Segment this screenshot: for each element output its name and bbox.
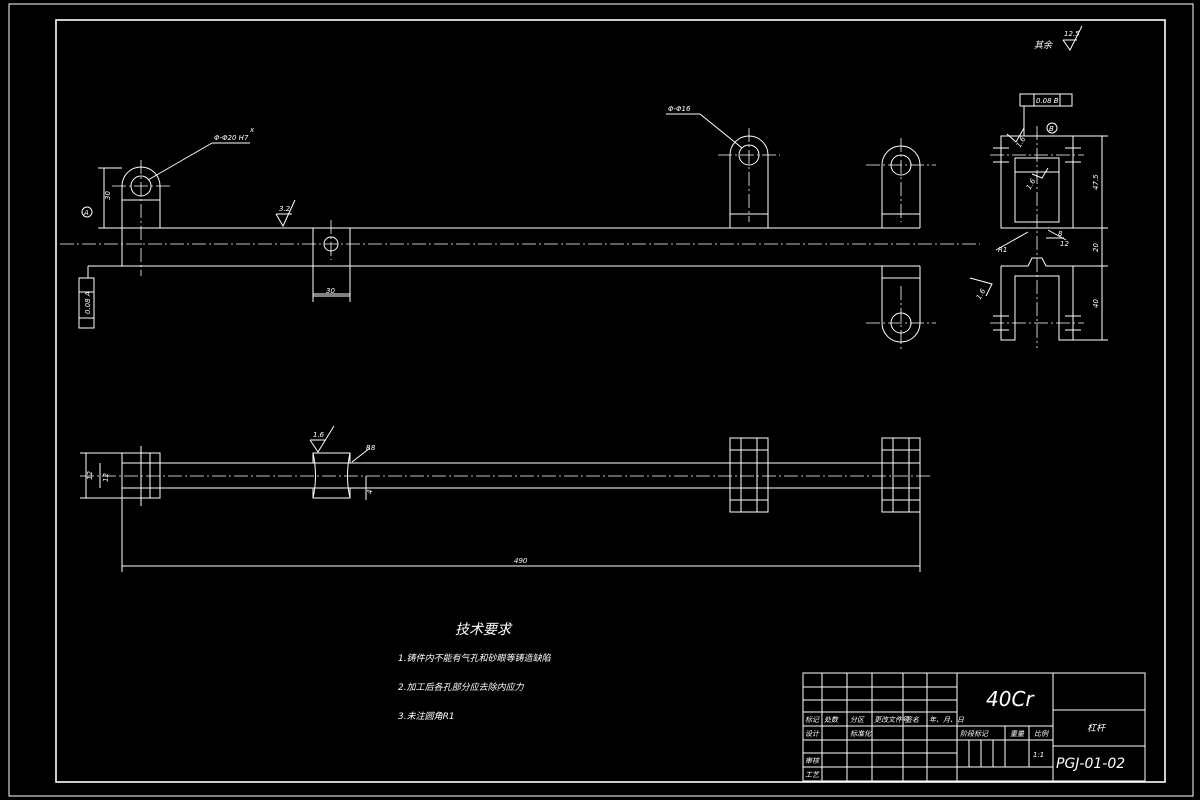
surface-finish-note: 其余 12.5 bbox=[1034, 25, 1083, 51]
svg-text:分区: 分区 bbox=[850, 716, 865, 724]
datum-b-symbol: B bbox=[1046, 122, 1058, 134]
middle-block: 30 bbox=[312, 220, 351, 302]
svg-text:20: 20 bbox=[1092, 243, 1100, 252]
right-lug-upper bbox=[718, 128, 780, 228]
svg-text:标记: 标记 bbox=[805, 716, 820, 724]
svg-text:8: 8 bbox=[1058, 230, 1063, 238]
svg-text:1.6: 1.6 bbox=[313, 431, 325, 439]
material-label: 40Cr bbox=[986, 687, 1035, 711]
inner-border bbox=[55, 19, 1166, 783]
right-lug-top bbox=[866, 138, 936, 228]
svg-text:标准化: 标准化 bbox=[850, 730, 872, 738]
svg-text:R1: R1 bbox=[998, 246, 1007, 254]
tech-req-item: 2.加工后各孔部分应去除内应力 bbox=[398, 682, 525, 693]
svg-text:年、月、日: 年、月、日 bbox=[929, 716, 965, 724]
svg-text:12: 12 bbox=[102, 473, 110, 482]
svg-text:12: 12 bbox=[1060, 240, 1069, 248]
svg-text:x: x bbox=[249, 126, 255, 134]
svg-text:比例: 比例 bbox=[1034, 730, 1049, 738]
right-lug-bottom bbox=[866, 266, 936, 350]
svg-text:处数: 处数 bbox=[824, 716, 839, 724]
svg-text:Φ-Φ20 H7: Φ-Φ20 H7 bbox=[214, 134, 249, 142]
svg-text:签名: 签名 bbox=[905, 716, 920, 724]
svg-text:审核: 审核 bbox=[805, 757, 820, 765]
outer-border bbox=[8, 3, 1194, 797]
svg-text:R8: R8 bbox=[366, 444, 376, 452]
tech-requirements-title: 技术要求 bbox=[455, 622, 513, 638]
side-view: 0.08 B B 1.6 1.6 1.6 47.5 20 40 R1 8 12 bbox=[969, 93, 1108, 348]
svg-text:490: 490 bbox=[514, 557, 528, 565]
svg-text:4: 4 bbox=[366, 490, 374, 494]
part-name: 杠杆 bbox=[1087, 723, 1107, 734]
svg-text:B: B bbox=[1049, 125, 1054, 133]
svg-text:12: 12 bbox=[86, 471, 94, 480]
svg-text:1.6: 1.6 bbox=[975, 287, 988, 301]
svg-text:更改文件号: 更改文件号 bbox=[874, 716, 910, 724]
svg-text:30: 30 bbox=[104, 191, 112, 200]
tech-req-item: 3.未注圆角R1 bbox=[398, 711, 455, 722]
svg-text:40: 40 bbox=[1092, 299, 1100, 308]
tech-requirements: 技术要求 1.铸件内不能有气孔和砂眼等铸造缺陷 2.加工后各孔部分应去除内应力 … bbox=[398, 622, 552, 722]
svg-text:12.5: 12.5 bbox=[1064, 30, 1080, 38]
title-block: 标记 处数 分区 更改文件号 签名 年、月、日 设计 标准化 审核 工艺 40C… bbox=[802, 672, 1146, 782]
tech-req-item: 1.铸件内不能有气孔和砂眼等铸造缺陷 bbox=[398, 653, 552, 664]
svg-text:47.5: 47.5 bbox=[1092, 174, 1100, 190]
svg-text:30: 30 bbox=[326, 287, 335, 295]
svg-text:0.08 B: 0.08 B bbox=[1036, 97, 1059, 105]
svg-text:A: A bbox=[83, 209, 89, 217]
svg-text:3.2: 3.2 bbox=[279, 205, 291, 213]
front-view: Φ-Φ20 H7 x 30 A 0.08 A 30 3.2 bbox=[60, 105, 980, 350]
svg-text:设计: 设计 bbox=[805, 730, 820, 738]
svg-text:工艺: 工艺 bbox=[805, 771, 820, 779]
svg-text:1.6: 1.6 bbox=[1025, 177, 1038, 191]
left-lug bbox=[112, 160, 172, 276]
svg-text:阶段标记: 阶段标记 bbox=[960, 730, 989, 738]
top-view: 12 12 1.6 R8 4 490 bbox=[80, 425, 930, 572]
svg-text:其余: 其余 bbox=[1034, 40, 1053, 51]
tolerance-frame-left bbox=[78, 277, 95, 329]
datum-a-symbol: A bbox=[81, 206, 93, 218]
svg-text:重量: 重量 bbox=[1010, 730, 1025, 738]
svg-text:1:1: 1:1 bbox=[1033, 751, 1044, 759]
drawing-number: PGJ-01-02 bbox=[1056, 756, 1125, 772]
svg-text:0.08 A: 0.08 A bbox=[84, 291, 92, 314]
tolerance-frame-side bbox=[1019, 93, 1073, 107]
svg-text:1.6: 1.6 bbox=[1015, 135, 1028, 149]
svg-text:Φ-Φ16: Φ-Φ16 bbox=[668, 105, 691, 113]
